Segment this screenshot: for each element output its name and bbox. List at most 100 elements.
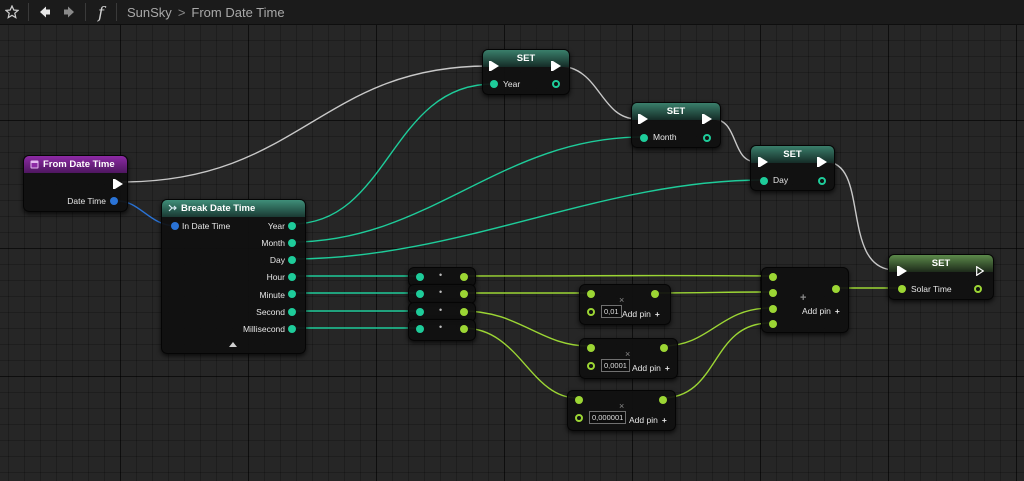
solar-time-input-pin[interactable] <box>898 285 906 293</box>
exec-output-pin-unconnected[interactable] <box>976 266 984 276</box>
expand-arrow-icon[interactable] <box>229 342 237 347</box>
multiply-output-pin[interactable] <box>660 344 668 352</box>
from-date-time-node[interactable]: From Date Time Date Time <box>23 155 128 212</box>
conversion-output-pin[interactable] <box>460 273 468 281</box>
back-arrow-icon[interactable] <box>33 0 57 24</box>
float-wire <box>462 327 578 399</box>
year-output-pin[interactable] <box>288 222 296 230</box>
add-pin-button[interactable]: Add pin+ <box>632 363 670 373</box>
breadcrumb-separator: > <box>177 4 186 20</box>
function-entry-icon <box>30 160 39 169</box>
conversion-input-pin[interactable] <box>416 273 424 281</box>
multiply-input-pin-a[interactable] <box>575 396 583 404</box>
multiply-input-pin-b[interactable] <box>587 308 595 316</box>
day-output-pin[interactable] <box>288 256 296 264</box>
solar-time-output-pin[interactable] <box>974 285 982 293</box>
conversion-node[interactable]: • <box>408 267 476 287</box>
breadcrumb-sunsky[interactable]: SunSky <box>127 4 172 20</box>
node-title: SET <box>783 149 802 160</box>
graph-toolbar: f SunSky > From Date Time <box>0 0 1024 25</box>
exec-output-pin[interactable] <box>817 157 827 167</box>
conversion-input-pin[interactable] <box>416 308 424 316</box>
multiply-output-pin[interactable] <box>659 396 667 404</box>
exec-input-pin[interactable] <box>489 61 499 71</box>
exec-wire <box>557 65 638 120</box>
pin-label-second: Second <box>256 307 285 317</box>
star-icon[interactable] <box>0 0 24 24</box>
day-input-pin[interactable] <box>760 177 768 185</box>
toolbar-divider <box>85 3 86 21</box>
set-year-node[interactable]: SET Year <box>482 49 570 95</box>
add-input-pin-d[interactable] <box>769 320 777 328</box>
conversion-node[interactable]: • <box>408 319 476 341</box>
node-title: Break Date Time <box>181 203 256 214</box>
set-month-node[interactable]: SET Month <box>631 102 721 148</box>
exec-input-pin[interactable] <box>758 157 768 167</box>
node-title: From Date Time <box>43 159 115 170</box>
conversion-output-pin[interactable] <box>460 325 468 333</box>
multiply-input-pin-a[interactable] <box>587 290 595 298</box>
multiply-value-field[interactable]: 0,0001 <box>601 359 630 372</box>
add-pin-button[interactable]: Add pin+ <box>622 309 660 319</box>
multiply-input-pin-b[interactable] <box>575 414 583 422</box>
pin-label-day: Day <box>269 255 285 265</box>
exec-input-pin[interactable] <box>638 114 648 124</box>
break-date-time-node[interactable]: Break Date Time In Date Time Year Month … <box>161 199 306 354</box>
node-header: SET <box>632 103 720 120</box>
day-output-pin[interactable] <box>818 177 826 185</box>
year-output-pin[interactable] <box>552 80 560 88</box>
year-input-pin[interactable] <box>490 80 498 88</box>
multiply-icon: × <box>619 295 625 305</box>
node-header: From Date Time <box>24 156 127 173</box>
node-title: SET <box>516 53 536 64</box>
exec-wire <box>825 161 896 271</box>
int-wire <box>291 179 764 260</box>
conversion-node[interactable]: • <box>408 284 476 304</box>
multiply-node[interactable]: × 0,0001 Add pin+ <box>579 338 678 379</box>
set-day-node[interactable]: SET Day <box>750 145 835 191</box>
multiply-output-pin[interactable] <box>651 290 659 298</box>
multiply-value-field[interactable]: 0,01 <box>601 305 622 318</box>
add-pin-button[interactable]: Add pin+ <box>802 306 840 316</box>
hour-output-pin[interactable] <box>288 273 296 281</box>
float-wire <box>462 310 590 347</box>
multiply-input-pin-b[interactable] <box>587 362 595 370</box>
exec-output-pin[interactable] <box>551 61 561 71</box>
conversion-input-pin[interactable] <box>416 290 424 298</box>
date-time-output-pin[interactable] <box>110 197 118 205</box>
add-input-pin-a[interactable] <box>769 273 777 281</box>
add-pin-button[interactable]: Add pin+ <box>629 415 667 425</box>
forward-arrow-icon[interactable] <box>57 0 81 24</box>
node-header: SET <box>889 255 993 272</box>
second-output-pin[interactable] <box>288 308 296 316</box>
minute-output-pin[interactable] <box>288 290 296 298</box>
exec-output-pin[interactable] <box>702 114 712 124</box>
multiply-input-pin-a[interactable] <box>587 344 595 352</box>
breadcrumb-from-date-time[interactable]: From Date Time <box>191 4 285 20</box>
pin-label-minute: Minute <box>259 290 285 300</box>
pin-label: Date Time <box>67 196 106 206</box>
pin-label: Month <box>653 132 677 142</box>
millisecond-output-pin[interactable] <box>288 325 296 333</box>
float-wire <box>653 291 771 294</box>
add-input-pin-b[interactable] <box>769 289 777 297</box>
conversion-input-pin[interactable] <box>416 325 424 333</box>
multiply-value-field[interactable]: 0,000001 <box>589 411 627 424</box>
conversion-output-pin[interactable] <box>460 290 468 298</box>
set-solar-time-node[interactable]: SET Solar Time <box>888 254 994 300</box>
multiply-node[interactable]: × 0,01 Add pin+ <box>579 284 671 325</box>
add-input-pin-c[interactable] <box>769 305 777 313</box>
conversion-node[interactable]: • <box>408 302 476 322</box>
multiply-icon: × <box>619 401 625 411</box>
in-date-time-input-pin[interactable] <box>171 222 179 230</box>
add-output-pin[interactable] <box>832 285 840 293</box>
multiply-node[interactable]: × 0,000001 Add pin+ <box>567 390 676 431</box>
conversion-dot-icon: • <box>439 305 443 315</box>
exec-input-pin[interactable] <box>897 266 907 276</box>
add-node[interactable]: + Add pin+ <box>761 267 849 333</box>
month-output-pin[interactable] <box>703 134 711 142</box>
month-output-pin[interactable] <box>288 239 296 247</box>
month-input-pin[interactable] <box>640 134 648 142</box>
conversion-output-pin[interactable] <box>460 308 468 316</box>
exec-output-pin[interactable] <box>113 179 123 189</box>
